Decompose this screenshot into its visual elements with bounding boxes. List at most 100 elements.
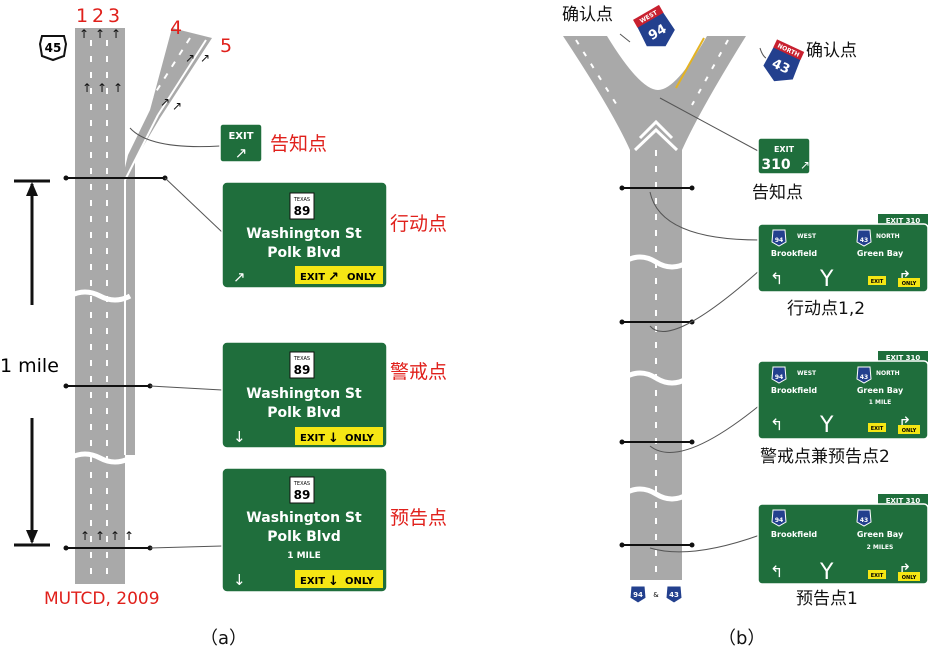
main-road (75, 28, 125, 584)
svg-text:↓: ↓ (233, 428, 246, 446)
panel-a: ↑↑↑ ↑↑↑ ↑↑↑↑ ↗↗ ↗↗ 1 2 3 4 5 45 1 (0, 5, 447, 649)
svg-text:Y: Y (819, 267, 834, 292)
svg-text:↗: ↗ (233, 268, 246, 286)
svg-text:TEXAS: TEXAS (293, 197, 310, 203)
svg-text:Polk Blvd: Polk Blvd (267, 245, 340, 261)
svg-text:43: 43 (669, 591, 679, 599)
break-mark-1 (68, 289, 132, 303)
svg-text:↓: ↓ (233, 571, 246, 589)
svg-text:↓: ↓ (328, 431, 339, 446)
svg-text:ONLY: ONLY (345, 433, 375, 444)
svg-text:↑: ↑ (113, 81, 123, 95)
svg-text:EXIT 310: EXIT 310 (886, 217, 921, 225)
svg-text:ONLY: ONLY (902, 281, 917, 287)
source-label: MUTCD, 2009 (44, 589, 160, 609)
advance-sign-b: EXIT 310 94 Brookfield 43 Green Bay 2 MI… (757, 494, 929, 585)
svg-text:Washington St: Washington St (246, 386, 362, 402)
notice-point-label-b: 告知点 (752, 183, 803, 203)
svg-text:↰: ↰ (770, 269, 783, 288)
svg-text:89: 89 (294, 363, 311, 377)
svg-text:Washington St: Washington St (246, 510, 362, 526)
svg-text:↰: ↰ (770, 562, 783, 581)
svg-text:TEXAS: TEXAS (293, 356, 310, 362)
svg-text:↑: ↑ (95, 27, 105, 41)
north-43-shield-icon: NORTH 43 (761, 38, 806, 83)
svg-text:↑: ↑ (95, 529, 105, 543)
svg-text:Y: Y (819, 413, 834, 438)
svg-text:94: 94 (633, 591, 643, 599)
confirm-point-right-label: 确认点 (806, 41, 857, 61)
svg-text:Green Bay: Green Bay (857, 386, 904, 395)
break-mark-2 (68, 451, 132, 465)
svg-text:2 MILES: 2 MILES (867, 544, 894, 551)
svg-text:Brookfield: Brookfield (771, 386, 817, 395)
svg-text:↗: ↗ (160, 95, 170, 109)
svg-text:EXIT: EXIT (228, 131, 253, 142)
svg-text:NORTH: NORTH (876, 370, 900, 377)
svg-text:EXIT: EXIT (300, 272, 325, 283)
action-point-label-b: 行动点1,2 (787, 299, 865, 319)
svg-text:↑: ↑ (111, 27, 121, 41)
ramp-edge-line (157, 39, 207, 116)
svg-text:EXIT: EXIT (871, 573, 884, 579)
svg-text:89: 89 (294, 204, 311, 218)
svg-text:↑: ↑ (79, 27, 89, 41)
svg-text:EXIT: EXIT (774, 145, 795, 154)
exit-310-sign: EXIT 310 ↗ (757, 137, 811, 175)
advance-sign: TEXAS 89 Washington St Polk Blvd 1 MILE … (221, 467, 388, 593)
lane-number-4: 4 (170, 17, 182, 39)
svg-text:Brookfield: Brookfield (771, 249, 817, 258)
svg-text:WEST: WEST (797, 233, 817, 240)
ramp-lane-dash (151, 37, 191, 99)
lane-number-3: 3 (108, 5, 120, 27)
svg-text:43: 43 (860, 374, 868, 381)
svg-text:ONLY: ONLY (902, 428, 917, 434)
svg-text:↗: ↗ (235, 144, 248, 162)
svg-text:43: 43 (860, 517, 868, 524)
confirm-point-left-label: 确认点 (562, 5, 613, 25)
svg-text:↗: ↗ (800, 158, 810, 172)
advance-point-label-b: 预告点1 (796, 589, 858, 609)
svg-text:EXIT: EXIT (871, 426, 884, 432)
route-shield-number: 45 (45, 41, 62, 55)
svg-text:ONLY: ONLY (347, 272, 377, 283)
distance-label: 1 mile (0, 355, 59, 377)
svg-text:ONLY: ONLY (902, 575, 917, 581)
svg-text:Y: Y (819, 560, 834, 585)
svg-text:NORTH: NORTH (876, 233, 900, 240)
svg-text:Polk Blvd: Polk Blvd (267, 405, 340, 421)
action-sign-b: EXIT 310 94 WEST Brookfield 43 NORTH Gre… (757, 214, 929, 293)
svg-text:↑: ↑ (110, 529, 120, 543)
svg-text:↑: ↑ (124, 529, 134, 543)
svg-text:310: 310 (761, 157, 790, 173)
alert-point-label: 警戒点 (390, 361, 447, 383)
caption-b: （b） (718, 628, 765, 649)
svg-text:EXIT 310: EXIT 310 (886, 354, 921, 362)
svg-text:EXIT: EXIT (871, 279, 884, 285)
lane-number-1: 1 (76, 5, 88, 27)
svg-text:WEST: WEST (797, 370, 817, 377)
svg-text:ONLY: ONLY (345, 576, 375, 587)
alert-sign-b: EXIT 310 94 WEST Brookfield 43 NORTH Gre… (757, 351, 929, 440)
svg-text:↰: ↰ (770, 415, 783, 434)
svg-text:Green Bay: Green Bay (857, 530, 904, 539)
lane-number-2: 2 (92, 5, 104, 27)
svg-text:43: 43 (860, 237, 868, 244)
svg-text:Green Bay: Green Bay (857, 249, 904, 258)
alert-sign: TEXAS 89 Washington St Polk Blvd ↓ EXIT … (221, 341, 388, 449)
svg-text:↗: ↗ (328, 270, 339, 285)
svg-text:&: & (653, 591, 659, 599)
notice-point-label: 告知点 (270, 133, 327, 155)
alert-point-label-b: 警戒点兼预告点2 (760, 447, 890, 467)
svg-text:↑: ↑ (97, 81, 107, 95)
svg-text:↗: ↗ (185, 51, 195, 65)
route-shield-icon (38, 35, 68, 62)
lane-arrows: ↑↑↑ ↑↑↑ ↑↑↑↑ ↗↗ ↗↗ (79, 27, 210, 543)
action-sign: TEXAS 89 Washington St Polk Blvd ↗ EXIT … (221, 181, 388, 289)
west-94-shield-icon: WEST 94 (632, 3, 677, 48)
lane-number-5: 5 (220, 35, 232, 57)
svg-text:1 MILE: 1 MILE (287, 551, 321, 561)
svg-text:Brookfield: Brookfield (771, 530, 817, 539)
svg-text:94: 94 (775, 374, 783, 381)
